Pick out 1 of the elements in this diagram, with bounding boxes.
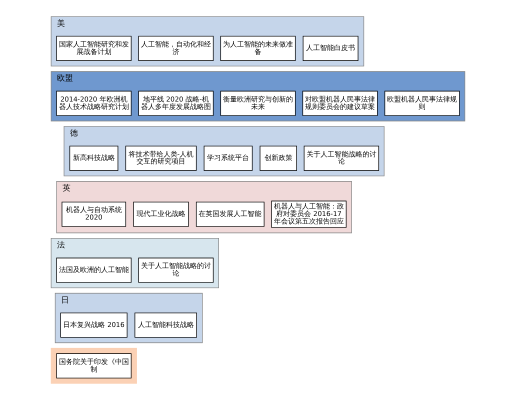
cluster bbox=[50, 348, 136, 384]
